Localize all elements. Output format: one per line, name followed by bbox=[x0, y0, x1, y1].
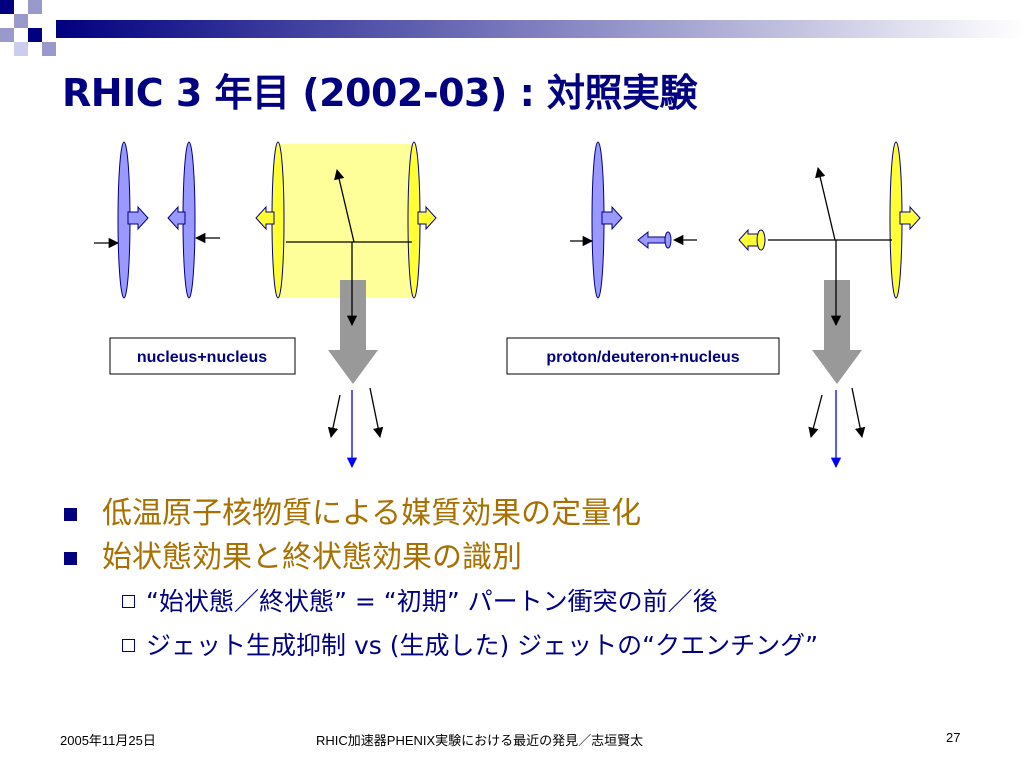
sub-bullet-text: ジェット生成抑制 vs (生成した) ジェットの“クエンチング” bbox=[146, 631, 819, 660]
collision-diagram: nucleus+nucleus proton/deuteron+nucleus bbox=[94, 141, 921, 469]
bullet-text: 低温原子核物質による媒質効果の定量化 bbox=[102, 496, 642, 531]
deuteron bbox=[664, 231, 672, 249]
bullet-text: 始状態効果と終状態効果の識別 bbox=[102, 540, 522, 575]
square-bullet-icon bbox=[64, 552, 77, 565]
sub-bullet-item: ジェット生成抑制 vs (生成した) ジェットの“クエンチング” bbox=[60, 624, 1000, 668]
gray-arrow bbox=[812, 280, 862, 384]
momentum-arrow bbox=[899, 205, 921, 231]
momentum-arrow bbox=[417, 205, 437, 231]
header-decoration bbox=[0, 0, 1024, 56]
gray-arrow bbox=[328, 280, 378, 384]
square-bullet-icon bbox=[64, 508, 77, 521]
slide-title: RHIC 3 年目 (2002-03) : 対照実験 bbox=[62, 71, 698, 115]
hot-medium bbox=[278, 144, 414, 298]
momentum-arrow bbox=[167, 205, 186, 231]
momentum-arrow bbox=[601, 205, 623, 231]
hollow-square-bullet-icon bbox=[122, 595, 135, 608]
left-label: nucleus+nucleus bbox=[137, 349, 267, 366]
right-label: proton/deuteron+nucleus bbox=[546, 349, 739, 366]
sub-bullet-item: “始状態／終状態” = “初期” パートン衝突の前／後 bbox=[60, 580, 1000, 624]
momentum-arrow bbox=[255, 205, 275, 231]
deuteron bbox=[756, 229, 766, 251]
footer-date: 2005年11月25日 bbox=[60, 733, 156, 748]
footer-center: RHIC加速器PHENIX実験における最近の発見／志垣賢太 bbox=[316, 733, 644, 748]
deuteron-arrow bbox=[637, 230, 666, 250]
hollow-square-bullet-icon bbox=[122, 639, 135, 652]
bullet-list: 低温原子核物質による媒質効果の定量化 始状態効果と終状態効果の識別 “始状態／終… bbox=[60, 492, 1000, 668]
right-panel bbox=[570, 141, 921, 469]
sub-bullet-text: “始状態／終状態” = “初期” パートン衝突の前／後 bbox=[146, 587, 718, 616]
momentum-arrow bbox=[127, 205, 149, 231]
bullet-item: 低温原子核物質による媒質効果の定量化 bbox=[60, 492, 1000, 536]
page-number: 27 bbox=[946, 730, 961, 745]
deuteron-arrow bbox=[738, 228, 759, 252]
bullet-item: 始状態効果と終状態効果の識別 bbox=[60, 536, 1000, 580]
left-panel bbox=[94, 141, 437, 469]
